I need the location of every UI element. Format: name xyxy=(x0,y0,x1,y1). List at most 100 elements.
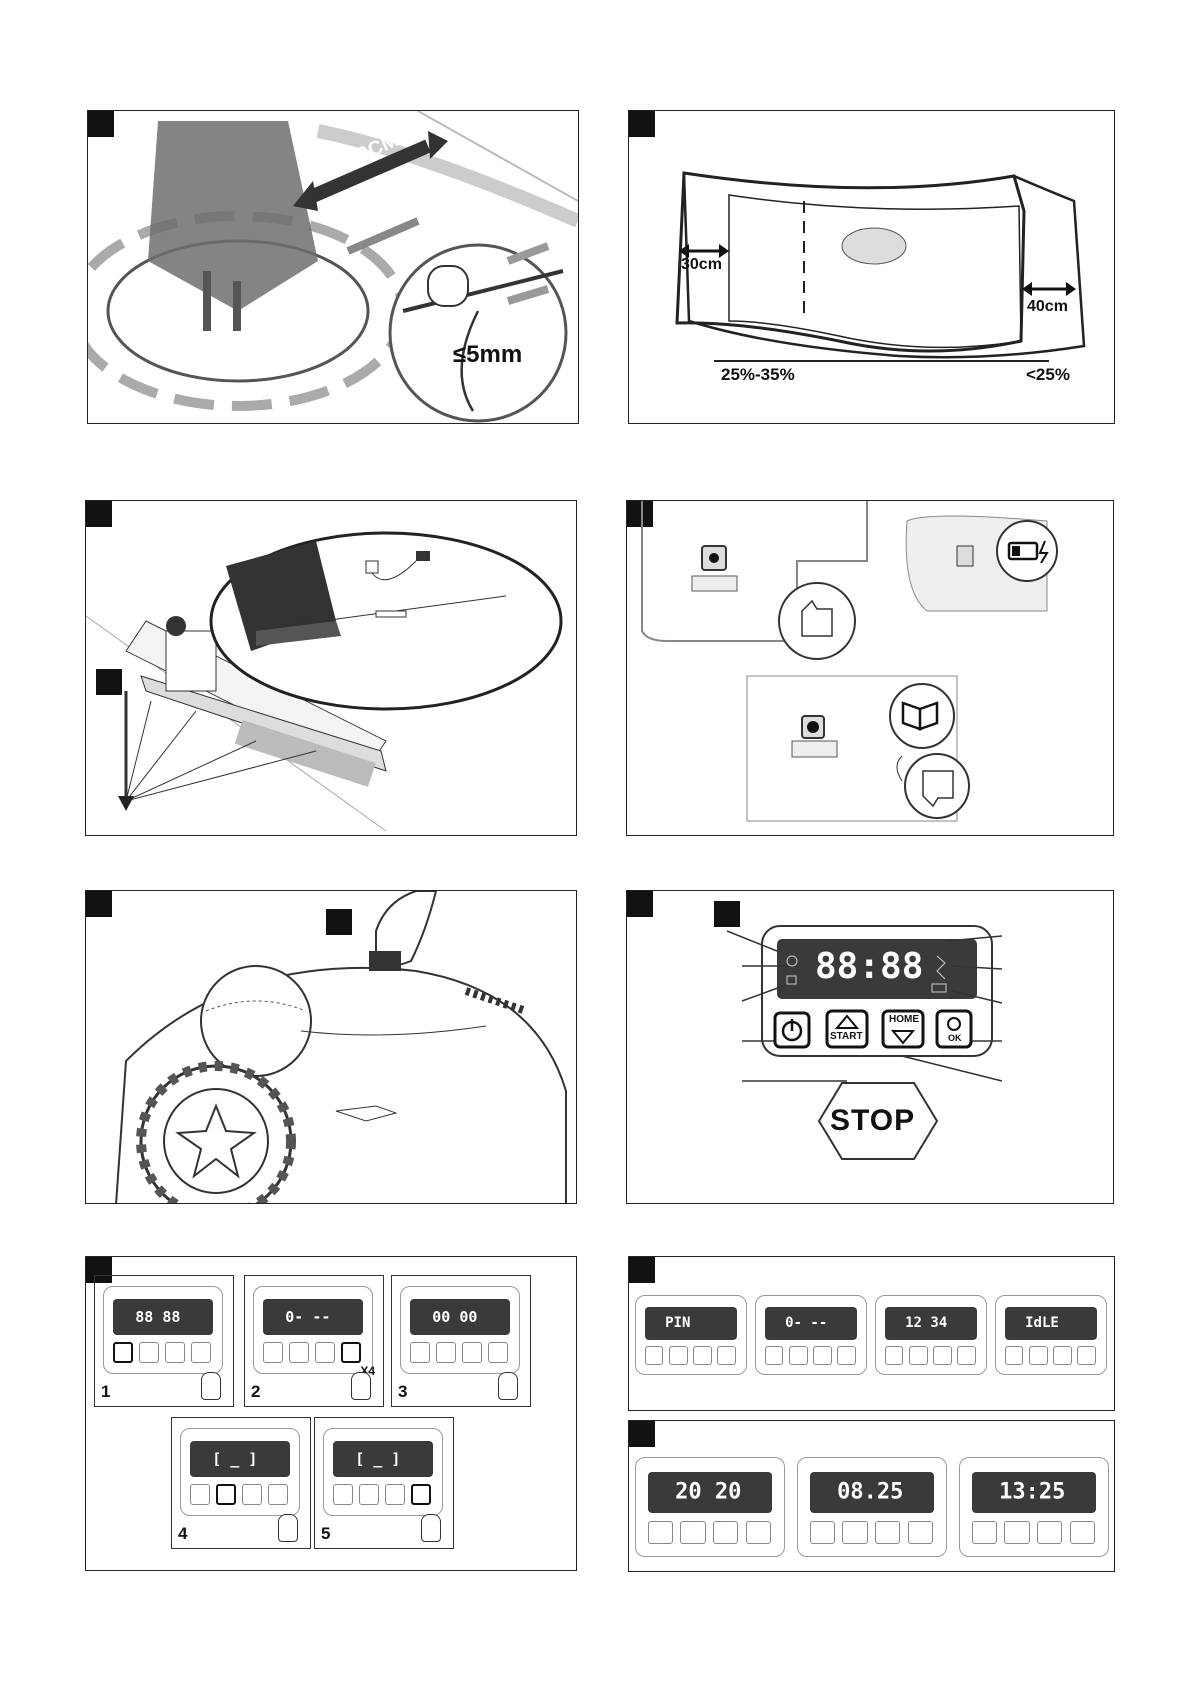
figure-marker xyxy=(629,1257,655,1283)
step-number: 1 xyxy=(101,1382,110,1402)
mini-control-panel: 12 34 xyxy=(875,1295,987,1375)
start-button xyxy=(1004,1521,1029,1545)
start-button xyxy=(359,1484,379,1505)
power-button-icon xyxy=(957,546,973,566)
power-button xyxy=(333,1484,353,1505)
lcd-display: IdLE xyxy=(1005,1307,1097,1340)
lcd-display: PIN xyxy=(645,1307,737,1340)
ok-button xyxy=(717,1346,736,1365)
figure-6-panel: 88:88 START HOME OK STOP xyxy=(626,890,1114,1204)
power-button xyxy=(648,1521,673,1545)
display-readout: 08.25 xyxy=(837,1480,903,1505)
lcd-display: 13:25 xyxy=(972,1472,1096,1513)
step-box: 88 88 1 xyxy=(94,1275,234,1407)
mini-control-panel: [ _ ] xyxy=(323,1428,443,1516)
display-readout: 13:25 xyxy=(999,1480,1065,1505)
ok-button xyxy=(957,1346,976,1365)
start-button xyxy=(680,1521,705,1545)
pointing-hand-icon xyxy=(421,1514,441,1542)
power-button xyxy=(263,1342,283,1363)
start-button xyxy=(139,1342,159,1363)
step-box: 00 00 3 xyxy=(391,1275,531,1407)
figure-1-panel: ≥80CM ≤5mm xyxy=(87,110,579,424)
ok-button xyxy=(268,1484,288,1505)
mini-control-panel: 0- -- xyxy=(755,1295,867,1375)
display-readout: 88:88 xyxy=(815,946,923,987)
figure-8-panel: PIN 0- -- 12 34 IdLE xyxy=(628,1256,1115,1411)
display-readout: 88 88 xyxy=(135,1308,180,1326)
lcd-display: 20 20 xyxy=(648,1472,772,1513)
home-button xyxy=(713,1521,738,1545)
step-number: 2 xyxy=(251,1382,260,1402)
mini-control-panel: 20 20 xyxy=(635,1457,785,1557)
start-button xyxy=(789,1346,808,1365)
display-readout: 0- -- xyxy=(785,1315,827,1331)
home-button xyxy=(315,1342,335,1363)
lcd-display: 0- -- xyxy=(263,1299,362,1335)
step-box: [ _ ]4 xyxy=(171,1417,311,1549)
mini-control-panel: 13:25 xyxy=(959,1457,1109,1557)
ok-button xyxy=(746,1521,771,1545)
home-button xyxy=(242,1484,262,1505)
lawn-edge-illustration xyxy=(88,111,579,424)
start-button xyxy=(436,1342,456,1363)
display-readout: 12 34 xyxy=(905,1315,947,1331)
stop-label: STOP xyxy=(830,1104,915,1138)
home-button xyxy=(462,1342,482,1363)
lcd-display: 08.25 xyxy=(810,1472,934,1513)
start-button xyxy=(1029,1346,1048,1365)
home-button xyxy=(1053,1346,1072,1365)
ok-button xyxy=(1070,1521,1095,1545)
ok-button xyxy=(191,1342,211,1363)
slope-max-label: <25% xyxy=(1026,365,1070,385)
pointing-hand-icon xyxy=(351,1372,371,1400)
mini-control-panel: PIN xyxy=(635,1295,747,1375)
power-on-illustration xyxy=(627,501,1114,836)
home-button xyxy=(693,1346,712,1365)
lcd-display: 88 88 xyxy=(113,1299,212,1335)
figure-marker xyxy=(629,1421,655,1447)
display-readout: [ _ ] xyxy=(212,1450,257,1468)
slope-zone-label: 25%-35% xyxy=(721,365,795,385)
wire-height-label: ≤5mm xyxy=(453,341,522,369)
station-icon xyxy=(166,631,216,691)
mini-control-panel: [ _ ] xyxy=(180,1428,300,1516)
home-button xyxy=(385,1484,405,1505)
power-button xyxy=(410,1342,430,1363)
ok-button xyxy=(1077,1346,1096,1365)
power-button xyxy=(190,1484,210,1505)
display-readout: IdLE xyxy=(1025,1315,1059,1331)
step-number: 3 xyxy=(398,1382,407,1402)
ok-button xyxy=(837,1346,856,1365)
home-button xyxy=(165,1342,185,1363)
thumbs-down-icon xyxy=(905,754,969,818)
ok-button xyxy=(411,1484,431,1505)
lcd-display: 12 34 xyxy=(885,1307,977,1340)
step-number: 5 xyxy=(321,1524,330,1544)
charging-station-illustration xyxy=(86,501,577,836)
display-readout: 0- -- xyxy=(285,1308,330,1326)
mini-control-panel: 0- -- xyxy=(253,1286,373,1374)
mini-control-panel: 08.25 xyxy=(797,1457,947,1557)
display-readout: 00 00 xyxy=(432,1308,477,1326)
thumbs-up-icon xyxy=(498,1372,518,1400)
figure-5-panel xyxy=(85,890,577,1204)
home-button xyxy=(1037,1521,1062,1545)
step-box: [ _ ] 5 xyxy=(314,1417,454,1549)
thumbs-up-icon xyxy=(779,583,855,659)
ok-button xyxy=(341,1342,361,1363)
left-margin-label: 30cm xyxy=(681,256,722,274)
home-button xyxy=(933,1346,952,1365)
ok-button xyxy=(488,1342,508,1363)
start-button xyxy=(669,1346,688,1365)
start-button xyxy=(909,1346,928,1365)
power-button xyxy=(1005,1346,1024,1365)
figure-2-panel: 30cm 40cm 25%-35% <25% xyxy=(628,110,1115,424)
wire-peg-icon xyxy=(428,266,468,306)
lcd-display: [ _ ] xyxy=(333,1441,432,1477)
figure-3-panel xyxy=(85,500,577,836)
power-button xyxy=(885,1346,904,1365)
step-box: 0- --2X4 xyxy=(244,1275,384,1407)
control-panel-diagram xyxy=(627,891,1114,1204)
